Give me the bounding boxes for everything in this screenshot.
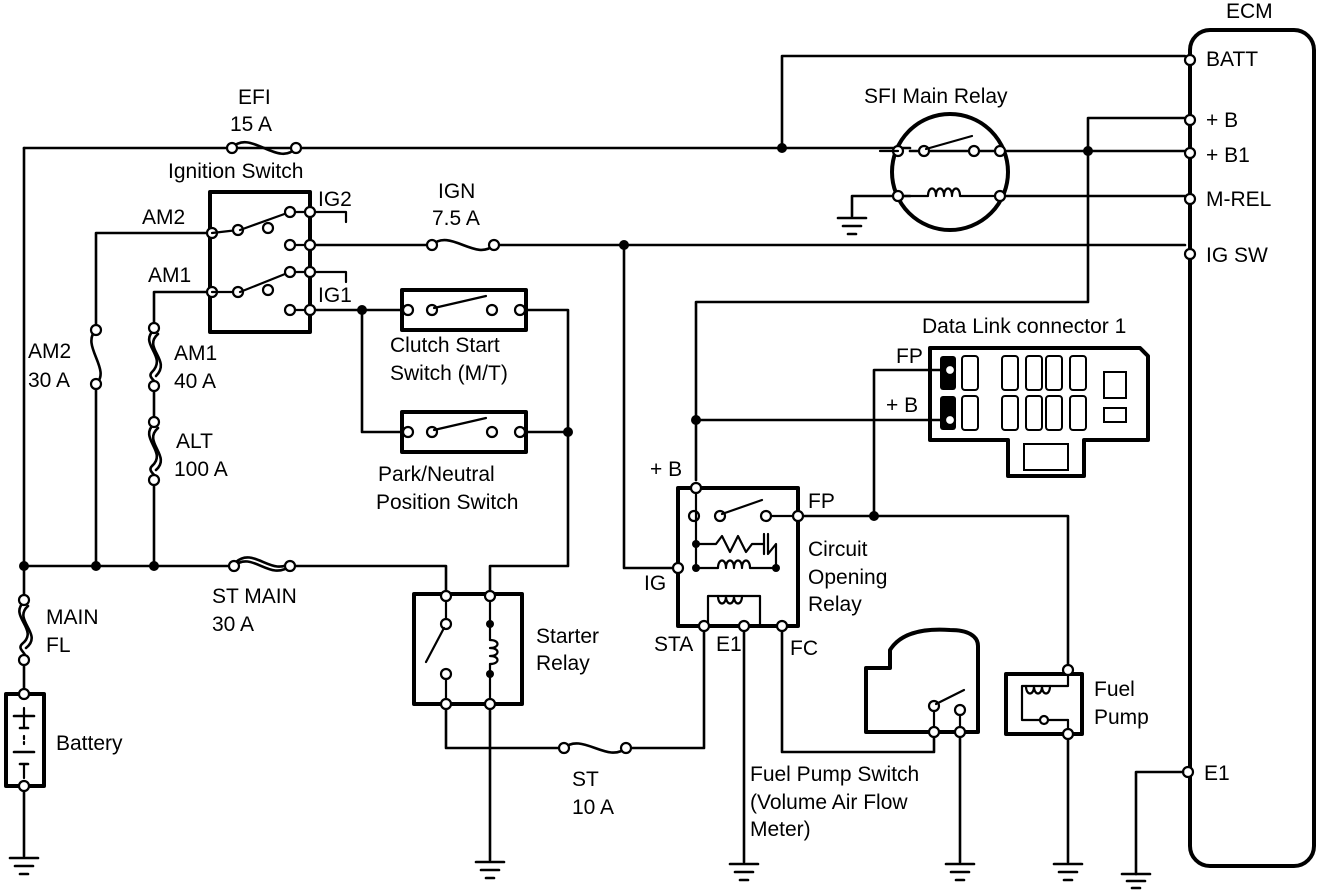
ecm-pin-e1 — [1181, 765, 1195, 779]
efi-fuse — [225, 141, 303, 155]
am2-fuse-rating: 30 A — [28, 369, 70, 392]
st-fuse-name: ST — [572, 768, 599, 791]
ecm-unit: ECM BATT + B + B1 M-REL IG SW E1 — [1181, 0, 1316, 868]
battery: Battery — [4, 687, 123, 793]
fuel-pump-switch: Fuel Pump Switch (Volume Air Flow Meter) — [750, 627, 980, 841]
ground-icon — [836, 216, 868, 236]
cor-line3: Relay — [808, 593, 862, 616]
alt-fuse-name: ALT — [176, 430, 213, 453]
alt-fusible-link — [147, 415, 163, 487]
ignition-am2-label: AM2 — [142, 206, 185, 229]
cor-e1-label: E1 — [716, 633, 742, 656]
circuit-opening-relay: Circuit Opening Relay + B FP IG STA E1 F… — [644, 458, 887, 660]
ecm-box — [1188, 28, 1316, 868]
fuel-pump: Fuel Pump — [1004, 663, 1149, 741]
data-link-fp-label: FP — [896, 345, 923, 368]
ecm-title: ECM — [1226, 0, 1273, 23]
efi-rating: 15 A — [230, 113, 272, 136]
cor-fp-label: FP — [808, 490, 835, 513]
ignition-ig1-label: IG1 — [318, 284, 352, 307]
pn-switch-line2: Position Switch — [376, 491, 518, 514]
ground-icon — [944, 862, 976, 882]
fuel-pump-line1: Fuel — [1094, 678, 1135, 701]
cor-line1: Circuit — [808, 538, 868, 561]
ecm-label-batt: BATT — [1206, 48, 1258, 71]
ignition-switch: Ignition Switch AM2 AM1 IG2 IG1 — [142, 160, 352, 334]
splice-points — [19, 143, 1093, 571]
sfi-main-relay: SFI Main Relay — [864, 85, 1010, 232]
ecm-pin-m-rel — [1183, 192, 1197, 206]
data-link-plus-b-label: + B — [886, 394, 918, 417]
ground-icon — [1120, 872, 1152, 890]
cor-ig-label: IG — [644, 572, 666, 595]
ecm-pin-plus-b1 — [1183, 146, 1197, 160]
ecm-pin-ig-sw — [1183, 247, 1197, 261]
alt-fuse-rating: 100 A — [174, 458, 228, 481]
data-link-title: Data Link connector 1 — [922, 315, 1126, 338]
park-neutral-switch: Park/Neutral Position Switch — [376, 410, 528, 514]
main-fusible-link — [17, 593, 33, 667]
am1-fuse-name: AM1 — [174, 342, 217, 365]
fuel-pump-line2: Pump — [1094, 706, 1149, 729]
cor-line2: Opening — [808, 566, 887, 589]
sfi-relay-body — [890, 112, 1010, 232]
pn-switch-line1: Park/Neutral — [378, 463, 495, 486]
cor-fc-label: FC — [790, 637, 818, 660]
ecm-label-plus-b1: + B1 — [1206, 144, 1250, 167]
starter-relay: Starter Relay — [412, 589, 599, 711]
am1-fuse-rating: 40 A — [174, 370, 216, 393]
ignition-switch-box — [208, 190, 312, 334]
efi-name: EFI — [238, 86, 271, 109]
st-fuse-rating: 10 A — [572, 796, 614, 819]
ground-icon — [8, 856, 40, 876]
wires — [22, 54, 1187, 876]
ign-rating: 7.5 A — [432, 207, 480, 230]
st-fuse — [557, 741, 633, 755]
ground-symbols — [8, 216, 1152, 890]
ecm-label-e1: E1 — [1204, 762, 1230, 785]
st-main-rating: 30 A — [212, 613, 254, 636]
ground-icon — [728, 862, 760, 882]
am2-fuse-name: AM2 — [28, 340, 71, 363]
ignition-switch-title: Ignition Switch — [168, 160, 303, 183]
clutch-switch-line2: Switch (M/T) — [390, 362, 508, 385]
ground-icon — [1052, 862, 1084, 882]
data-link-connector: Data Link connector 1 FP + B — [886, 315, 1150, 478]
fuel-pump-switch-line1: Fuel Pump Switch — [750, 763, 919, 786]
ign-fuse — [425, 238, 501, 252]
st-main-fusible-link — [227, 556, 297, 573]
ground-icon — [474, 860, 506, 880]
main-fl-type: FL — [46, 634, 71, 657]
ecm-pin-plus-b — [1183, 113, 1197, 127]
am2-fuse — [89, 323, 103, 391]
ign-name: IGN — [438, 180, 475, 203]
battery-label: Battery — [56, 732, 123, 755]
starter-relay-line2: Relay — [536, 652, 590, 675]
cor-sta-label: STA — [654, 633, 693, 656]
main-fl-name: MAIN — [46, 606, 99, 629]
fuel-pump-switch-line2: (Volume Air Flow — [750, 791, 908, 814]
am1-fusible-link — [147, 321, 163, 393]
st-main-name: ST MAIN — [212, 585, 297, 608]
starter-relay-line1: Starter — [536, 625, 599, 648]
fuel-pump-switch-line3: Meter) — [750, 818, 811, 841]
sfi-relay-title: SFI Main Relay — [864, 85, 1008, 108]
clutch-start-switch: Clutch Start Switch (M/T) — [390, 288, 528, 385]
clutch-switch-line1: Clutch Start — [390, 334, 500, 357]
cor-plus-b-label: + B — [650, 458, 682, 481]
ecm-pin-batt — [1183, 53, 1197, 67]
ignition-am1-label: AM1 — [148, 264, 191, 287]
ecm-label-plus-b: + B — [1206, 109, 1238, 132]
ecm-label-ig-sw: IG SW — [1206, 244, 1268, 267]
ecm-label-m-rel: M-REL — [1206, 188, 1271, 211]
fuses — [17, 141, 633, 755]
ignition-ig2-label: IG2 — [318, 188, 352, 211]
